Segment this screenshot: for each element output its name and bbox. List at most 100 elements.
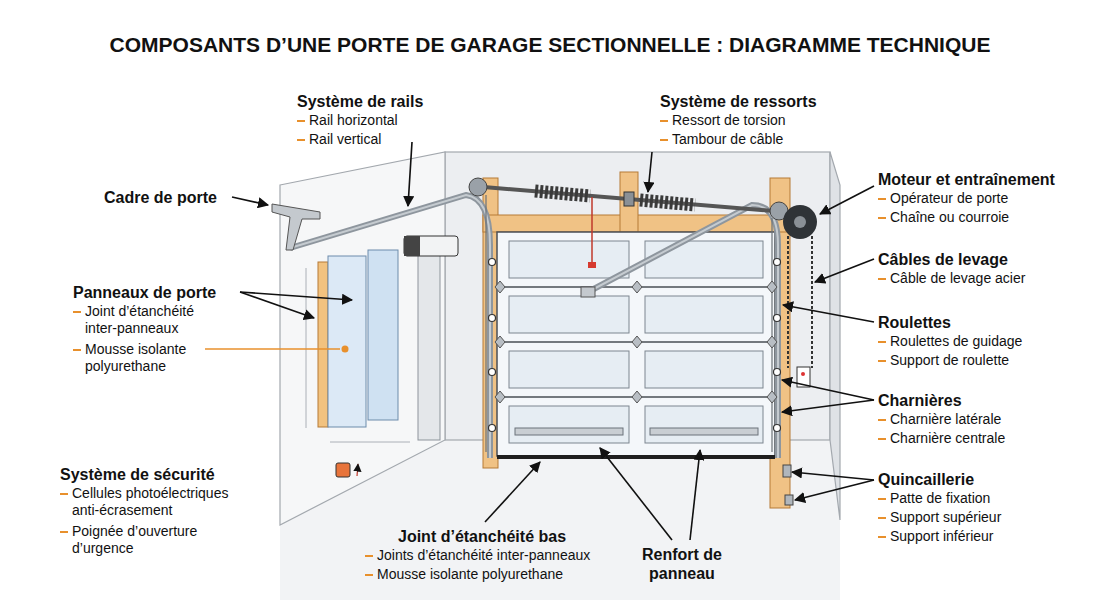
component-heading: Câbles de levage xyxy=(878,250,1008,269)
panel-reinforcement xyxy=(515,428,758,435)
rail-bracket xyxy=(581,287,595,297)
component-heading: Système de rails xyxy=(297,92,423,111)
bullet-dash xyxy=(365,574,373,576)
bullet-dash xyxy=(660,120,668,122)
panel-cutaway xyxy=(368,250,398,420)
roller xyxy=(774,369,781,376)
door-panels xyxy=(645,296,763,333)
component-item: Câble de levage acier xyxy=(890,270,1025,287)
bullet-dash xyxy=(73,311,81,313)
door-frame xyxy=(483,172,790,508)
component-item: Support inférieur xyxy=(890,528,994,545)
leader-line xyxy=(690,450,700,540)
photo-eye xyxy=(336,463,350,477)
leader-line xyxy=(820,186,874,214)
panel-reinforcement xyxy=(515,428,623,435)
roller xyxy=(774,315,781,322)
bullet-dash xyxy=(878,536,886,538)
bullet-dash xyxy=(60,493,68,495)
opener-unit xyxy=(418,255,440,440)
component-item: Rail horizontal xyxy=(309,112,398,129)
mounting-hardware xyxy=(783,465,793,505)
leader-line xyxy=(782,380,874,400)
door-panels xyxy=(645,351,763,388)
drive-motor xyxy=(787,236,789,368)
hinge xyxy=(767,391,777,403)
component-item: Patte de fixation xyxy=(890,490,990,507)
roller xyxy=(489,259,781,432)
component-item: Charnière latérale xyxy=(890,411,1001,428)
emergency-release xyxy=(588,197,596,268)
component-heading: Panneaux de porte xyxy=(73,283,216,302)
leader-line xyxy=(232,142,874,540)
door-panels xyxy=(645,241,763,278)
door-panels xyxy=(645,406,763,443)
component-item: Cellules photoélectriques anti-écrasemen… xyxy=(72,485,257,519)
torsion-spring-system xyxy=(472,186,785,212)
track-rails xyxy=(588,205,778,458)
door-panels xyxy=(509,241,629,278)
rail-bracket xyxy=(272,204,320,250)
drive-motor xyxy=(801,372,805,376)
panel-cutaway xyxy=(342,346,349,353)
leader-line xyxy=(485,462,540,522)
bullet-dash xyxy=(878,341,886,343)
component-heading: Moteur et entraînement xyxy=(878,170,1055,189)
torsion-spring-system xyxy=(469,178,487,196)
leader-line xyxy=(783,305,874,322)
emergency-release xyxy=(588,262,596,268)
opener-unit xyxy=(404,236,458,256)
hinge xyxy=(767,336,777,348)
bullet-dash xyxy=(878,419,886,421)
torsion-spring-system xyxy=(771,218,772,452)
roller xyxy=(774,259,781,266)
door-panels xyxy=(509,296,629,333)
bottom-seal xyxy=(497,455,775,459)
component-item: Charnière centrale xyxy=(890,430,1005,447)
leader-line xyxy=(240,292,352,300)
bottom-seal xyxy=(497,457,775,458)
torsion-spring-system xyxy=(640,200,695,205)
diagram-title: COMPOSANTS D’UNE PORTE DE GARAGE SECTION… xyxy=(0,32,1100,58)
door-panels xyxy=(509,351,629,388)
roller xyxy=(489,259,496,266)
hinge xyxy=(495,336,505,348)
leader-line xyxy=(795,480,874,500)
component-item: Ressort de torsion xyxy=(672,112,786,129)
hinge xyxy=(495,281,777,403)
track-rails xyxy=(290,195,778,458)
component-item: Poignée d’ouverture d’urgence xyxy=(72,523,257,557)
component-heading: Renfort de panneau xyxy=(625,545,739,583)
panel-reinforcement xyxy=(650,428,758,435)
drive-motor xyxy=(783,205,817,239)
component-item: Tambour de câble xyxy=(672,131,783,148)
opener-unit xyxy=(404,236,420,256)
leader-line xyxy=(408,142,412,206)
panel-cutaway xyxy=(318,262,328,427)
component-heading: Système de sécurité xyxy=(60,465,215,484)
drive-motor xyxy=(783,205,817,387)
component-heading: Joint d’étanchéité bas xyxy=(398,527,566,546)
leader-line xyxy=(600,448,672,540)
panel-cutaway xyxy=(205,348,340,349)
bullet-dash xyxy=(297,120,305,122)
hinge xyxy=(495,391,505,403)
track-rails xyxy=(290,195,490,458)
bullet-dash xyxy=(660,139,668,141)
leader-line xyxy=(648,152,652,192)
component-item: Chaîne ou courroie xyxy=(890,209,1009,226)
panel-cutaway xyxy=(330,442,410,443)
hinge xyxy=(632,391,642,403)
bullet-dash xyxy=(365,555,373,557)
bullet-dash xyxy=(878,360,886,362)
bullet-dash xyxy=(878,438,886,440)
garage-room xyxy=(280,152,840,600)
roller xyxy=(774,425,781,432)
hinge xyxy=(632,281,642,293)
hinge xyxy=(632,336,642,348)
panel-cutaway xyxy=(306,268,307,428)
component-heading: Quincaillerie xyxy=(878,470,974,489)
door-panels xyxy=(509,406,629,443)
roller xyxy=(489,315,496,322)
drive-motor xyxy=(794,216,806,228)
